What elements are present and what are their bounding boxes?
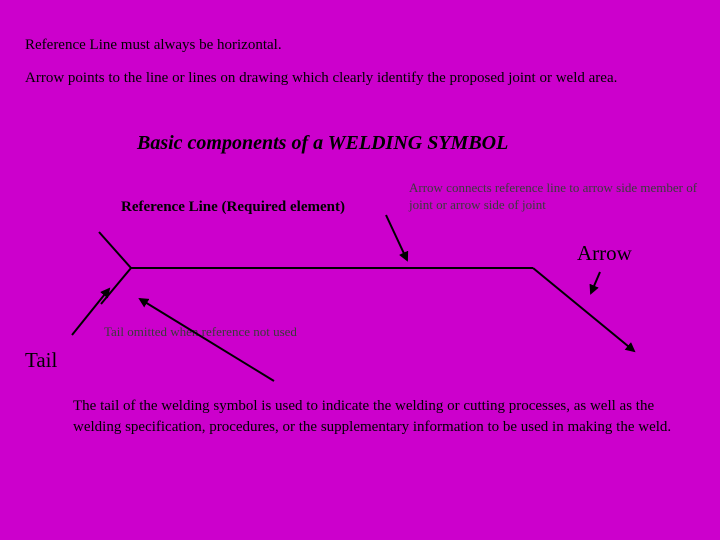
tail-omitted-note: Tail omitted when reference not used (104, 324, 297, 339)
tail-pointer (71, 287, 111, 336)
tail-description: The tail of the welding symbol is used t… (73, 398, 672, 435)
symbol-arrow (532, 267, 636, 353)
tail-label: Tail (25, 348, 58, 372)
arrow-points-note: Arrow points to the line or lines on dra… (25, 70, 618, 86)
tail-description-pointer (138, 297, 275, 382)
page-title: Basic components of a WELDING SYMBOL (137, 132, 509, 154)
arrow-label: Arrow (577, 241, 632, 265)
tail-lower-line (100, 267, 132, 305)
arrow-pointer (589, 271, 601, 295)
arrow-description: Arrow connects reference line to arrow s… (409, 180, 698, 212)
reference-line-label: Reference Line (Required element) (121, 199, 345, 215)
reference-line-pointer (385, 214, 409, 262)
tail-upper-line (98, 231, 132, 269)
reference-horizontal-note: Reference Line must always be horizontal… (25, 37, 282, 53)
